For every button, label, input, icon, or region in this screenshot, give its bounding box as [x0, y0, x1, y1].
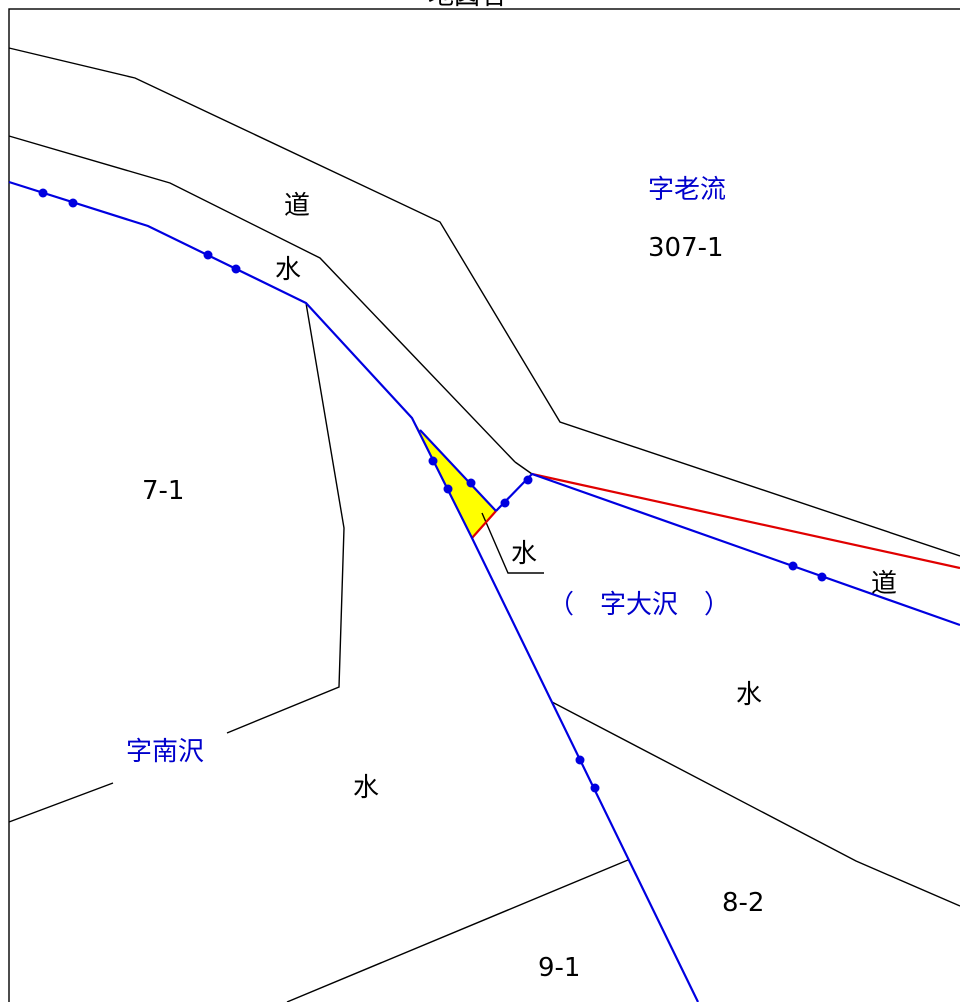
boundary-line-east [495, 472, 960, 627]
parcel-307-1: 307-1 [648, 233, 724, 263]
boundary-point [575, 755, 585, 765]
boundary-point [500, 498, 510, 508]
parcel-9-1: 9-1 [538, 953, 580, 983]
parcel-8-2: 8-2 [722, 888, 764, 918]
boundary-point [203, 250, 213, 260]
water-label-callout: 水 [511, 539, 537, 569]
boundary-point [68, 198, 78, 208]
water-label-bottom: 水 [353, 773, 379, 803]
boundary-point [231, 264, 241, 274]
callout-leader [481, 512, 544, 574]
water-label-top: 水 [275, 255, 301, 285]
boundary-line-inner [419, 429, 497, 512]
boundary-point [590, 783, 600, 793]
south-parcel-line [8, 782, 114, 823]
red-short-line [471, 510, 497, 539]
parcel-8-2-north-line [551, 701, 960, 907]
boundary-point [428, 456, 438, 466]
map-frame [8, 8, 960, 1002]
boundary-point [466, 478, 476, 488]
water-label-right: 水 [736, 680, 762, 710]
parcel-7-1-east-line [226, 302, 345, 734]
road-gap-stub [514, 461, 533, 475]
red-road-line [531, 472, 960, 570]
area-name-center: （ 字大沢 ） [548, 590, 730, 620]
boundary-point [523, 475, 533, 485]
parcel-9-1-north-line [286, 859, 629, 1002]
road-upper-line [8, 47, 960, 557]
boundary-point [38, 188, 48, 198]
area-name-north: 字老流 [648, 175, 726, 205]
highlight-parcel [412, 418, 496, 538]
boundary-point [443, 484, 453, 494]
header-text: 地図名 [428, 0, 506, 11]
road-lower-line [8, 135, 516, 463]
area-name-south-west: 字南沢 [126, 737, 204, 767]
boundary-line-north [8, 180, 699, 1002]
parcel-7-1: 7-1 [142, 476, 184, 506]
road-label-top: 道 [284, 191, 310, 221]
road-label-right: 道 [871, 569, 897, 599]
boundary-point [817, 572, 827, 582]
boundary-point [788, 561, 798, 571]
